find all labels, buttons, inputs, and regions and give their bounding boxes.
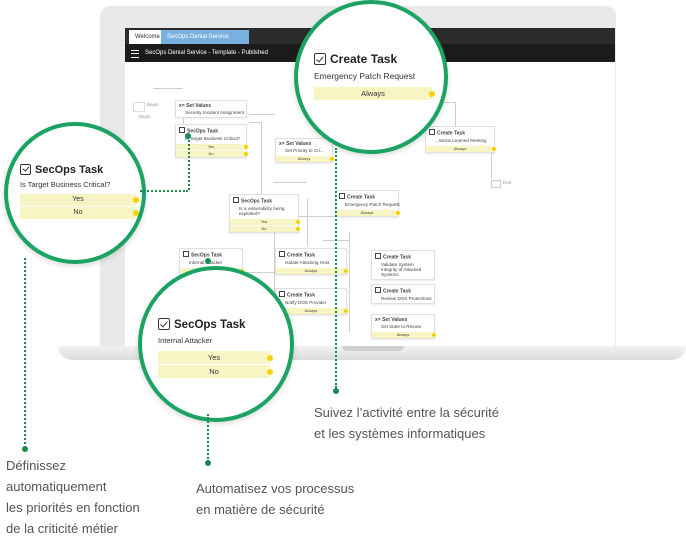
end-label: End	[503, 180, 512, 185]
branch-no[interactable]: No	[230, 224, 300, 232]
caption-activity: Suivez l’activité entre la sécurité et l…	[314, 405, 499, 441]
callout-circle-internal-attacker: SecOps Task Internal Attacker Yes No	[138, 266, 294, 422]
task-check-icon	[429, 129, 435, 135]
task-check-icon	[339, 193, 345, 199]
task-check-icon	[375, 253, 381, 259]
end-flag-icon	[491, 180, 501, 188]
branch-always[interactable]: Always	[372, 331, 436, 338]
task-check-icon	[233, 197, 239, 203]
begin-sub-label: Begin	[139, 114, 151, 119]
branch-no[interactable]: No	[158, 365, 273, 378]
caption-automation: Automatisez vos processus en matière de …	[196, 481, 355, 517]
task-check-icon	[279, 291, 285, 297]
task-check-icon	[158, 318, 170, 330]
leader-line	[207, 414, 209, 462]
branch-yes[interactable]: Yes	[230, 217, 300, 225]
workflow-title: SecOps Denial Service - Template - Publi…	[145, 50, 268, 56]
connector	[261, 122, 262, 194]
connector	[249, 122, 261, 123]
connector-dot-icon	[429, 90, 435, 97]
branch-yes[interactable]: Yes	[158, 351, 273, 364]
connector	[249, 114, 275, 115]
connector	[491, 148, 492, 178]
connector-dot-icon	[267, 368, 273, 375]
connector-dot-icon	[267, 354, 273, 361]
leader-dot-icon	[205, 460, 211, 466]
workflow-node-lessons-learned[interactable]: Create Task ...ssons Learned Meeting Alw…	[425, 126, 496, 153]
connector	[274, 232, 275, 292]
connector	[273, 182, 307, 183]
task-check-icon	[179, 127, 185, 133]
connector	[242, 272, 274, 273]
connector	[349, 232, 350, 332]
workflow-node-set-values-assignment[interactable]: x= Set Values Security Incident Assignme…	[175, 100, 247, 118]
task-check-icon	[314, 53, 326, 65]
branch-yes[interactable]: Yes	[176, 142, 248, 150]
workflow-node-validate-integrity[interactable]: Create Task Validate System Integrity of…	[371, 250, 435, 280]
leader-dot-icon	[22, 446, 28, 452]
branch-always[interactable]: Always	[276, 306, 348, 314]
caption-priorities: Définissez automatiquement les priorités…	[6, 458, 140, 536]
task-check-icon	[20, 164, 31, 175]
workflow-node-secops-task-critical[interactable]: SecOps Task Is Target Business Critical?…	[175, 124, 248, 158]
callout-circle-emergency-patch: Create Task Emergency Patch Request Alwa…	[294, 0, 448, 154]
connector	[307, 198, 308, 246]
leader-line	[24, 258, 26, 448]
callout-card-emergency-patch: Create Task Emergency Patch Request Alwa…	[314, 52, 435, 100]
connector	[153, 88, 183, 89]
connector	[455, 102, 456, 146]
connector-dot-icon	[133, 197, 139, 203]
callout-circle-critical: SecOps Task Is Target Business Critical?…	[4, 122, 146, 264]
branch-always[interactable]: Always	[276, 155, 334, 162]
workflow-node-review-dos[interactable]: Create Task Review DOS Protections	[371, 284, 435, 304]
begin-flag-icon	[133, 102, 145, 112]
branch-yes[interactable]: Yes	[20, 194, 139, 206]
branch-always[interactable]: Always	[276, 266, 348, 274]
tab-secops-denial-service[interactable]: SecOps Denial Service	[161, 30, 249, 44]
branch-no[interactable]: No	[20, 207, 139, 219]
set-values-icon: x=	[375, 317, 381, 323]
callout-card-internal-attacker: SecOps Task Internal Attacker Yes No	[158, 318, 273, 378]
leader-line	[140, 190, 188, 192]
workflow-node-set-state-review[interactable]: x= Set Values Set State to Review Always	[371, 314, 436, 339]
tab-welcome[interactable]: Welcome	[129, 30, 166, 44]
leader-line	[335, 148, 337, 388]
branch-always[interactable]: Always	[426, 144, 496, 152]
menu-icon[interactable]	[131, 50, 139, 58]
connector	[297, 216, 337, 217]
branch-always[interactable]: Always	[314, 87, 435, 100]
branch-no[interactable]: No	[176, 149, 248, 157]
set-values-icon: x=	[179, 103, 185, 109]
leader-dot-icon	[205, 258, 211, 264]
leader-dot-icon	[185, 133, 191, 139]
task-check-icon	[279, 251, 285, 257]
laptop-notch	[342, 346, 404, 351]
branch-always[interactable]: Always	[336, 208, 400, 216]
leader-line	[188, 136, 190, 190]
workflow-node-vulnerability-exploited[interactable]: SecOps Task Is a vulnerability being exp…	[229, 194, 300, 233]
begin-label: Begin	[147, 102, 159, 107]
connector-dot-icon	[133, 210, 139, 216]
task-check-icon	[183, 251, 189, 257]
leader-dot-icon	[333, 388, 339, 394]
set-values-icon: x=	[279, 141, 285, 147]
task-check-icon	[375, 287, 381, 293]
workflow-node-set-priority[interactable]: x= Set Values Set Priority to Cri... Alw…	[275, 138, 334, 163]
workflow-node-emergency-patch[interactable]: Create Task Emergency Patch Request Alwa…	[335, 190, 400, 217]
callout-card-critical: SecOps Task Is Target Business Critical?…	[20, 164, 139, 219]
